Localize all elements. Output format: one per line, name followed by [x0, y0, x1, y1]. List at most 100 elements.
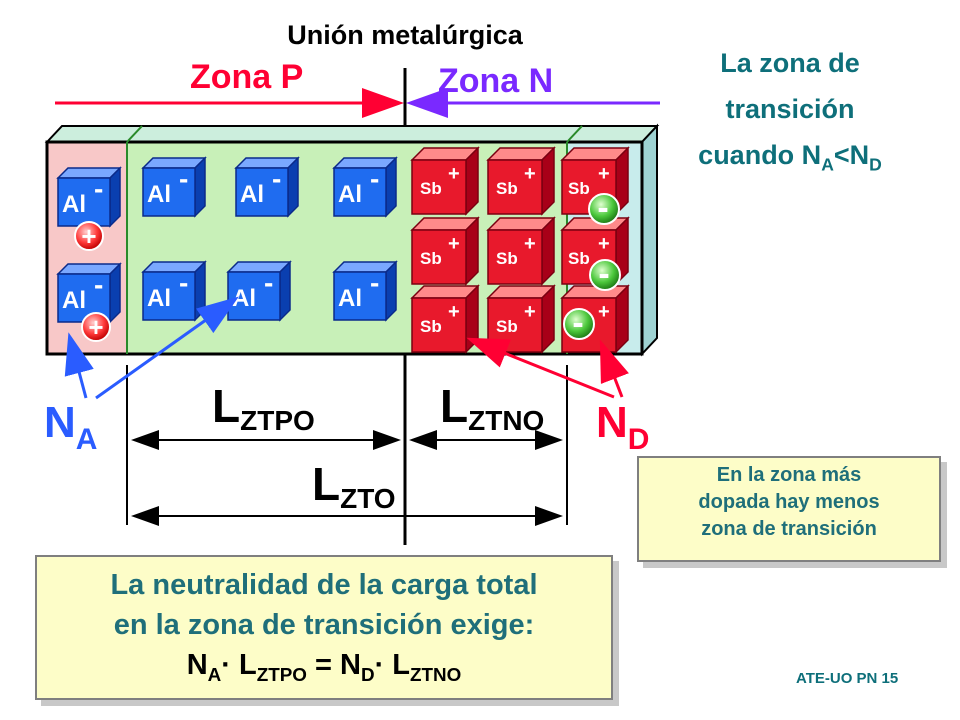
- al-label: Al: [338, 285, 362, 312]
- donor-cube: Sb +: [410, 284, 480, 354]
- lzto-main: L: [312, 458, 340, 510]
- na-label: NA: [44, 398, 97, 456]
- acceptor-cube: Al -: [332, 260, 398, 322]
- eq-sub-ztpo: ZTPO: [256, 663, 307, 685]
- sb-charge: +: [598, 301, 610, 323]
- na-main: N: [44, 398, 76, 447]
- al-charge: -: [264, 267, 273, 298]
- sb-label: Sb: [496, 317, 518, 336]
- zona-p-label: Zona P: [190, 58, 303, 96]
- note-charge-neutrality: La neutralidad de la carga total en la z…: [35, 555, 613, 700]
- hole-sign: +: [88, 312, 103, 342]
- sb-charge: +: [448, 301, 460, 323]
- nd-arrow-left: [466, 337, 615, 399]
- acceptor-cube: Al -: [56, 166, 122, 228]
- donor-cube: Sb +: [486, 284, 556, 354]
- al-charge: -: [94, 269, 103, 300]
- sb-charge: +: [598, 163, 610, 185]
- electron-charge: -: [563, 304, 595, 342]
- hole-charge: +: [74, 221, 104, 251]
- acceptor-cube: Al -: [234, 156, 300, 218]
- title-line3: cuando NA<ND: [640, 132, 940, 187]
- sb-label: Sb: [420, 179, 442, 198]
- nd-arrow-right: [599, 339, 629, 398]
- sb-charge: +: [524, 163, 536, 185]
- sb-label: Sb: [568, 249, 590, 268]
- sb-charge: +: [448, 163, 460, 185]
- lztno-label: LZTNO: [440, 380, 544, 436]
- title-sub-d: D: [869, 154, 882, 175]
- acceptor-cube: Al -: [226, 260, 292, 322]
- note-big-line2: en la zona de transición exige:: [113, 609, 535, 641]
- donor-cube: Sb +: [486, 146, 556, 216]
- lzto-label: LZTO: [312, 458, 396, 514]
- eq-sub-ztno: ZTNO: [410, 663, 462, 685]
- acceptor-cube: Al -: [332, 156, 398, 218]
- lztno-sub: ZTNO: [468, 405, 544, 436]
- lztpo-main: L: [212, 380, 240, 432]
- boundary-right-top: [566, 125, 583, 143]
- sb-label: Sb: [568, 179, 590, 198]
- na-sub: A: [76, 423, 98, 456]
- sb-label: Sb: [496, 249, 518, 268]
- al-charge: -: [370, 267, 379, 298]
- electron-sign: -: [598, 255, 609, 293]
- sb-charge: +: [524, 301, 536, 323]
- title-cuando-n: cuando N: [698, 140, 822, 170]
- nd-main: N: [596, 398, 628, 447]
- donor-cube: Sb +: [410, 146, 480, 216]
- eq-sub-d: D: [360, 663, 375, 685]
- al-charge: -: [179, 163, 188, 194]
- al-charge: -: [94, 173, 103, 204]
- boundary-left-top: [126, 125, 143, 143]
- sb-charge: +: [448, 233, 460, 255]
- al-charge: -: [370, 163, 379, 194]
- sb-label: Sb: [420, 317, 442, 336]
- note-small-line1: En la zona más: [716, 464, 862, 486]
- neutrality-equation: NA· LZTPO = ND· LZTNO: [37, 645, 611, 695]
- donor-cube: Sb +: [486, 216, 556, 286]
- electron-charge: -: [588, 189, 620, 227]
- electron-sign: -: [572, 304, 583, 342]
- lztpo-label: LZTPO: [212, 380, 315, 436]
- eq-dot2: · L: [374, 649, 410, 681]
- nd-label: ND: [596, 398, 649, 456]
- eq-dot1: · L: [221, 649, 257, 681]
- sb-charge: +: [524, 233, 536, 255]
- acceptor-cube: Al -: [141, 156, 207, 218]
- note-small-line2: dopada hay menos: [698, 491, 880, 513]
- sb-charge: +: [598, 233, 610, 255]
- zona-n-label: Zona N: [438, 62, 553, 100]
- electron-charge: -: [589, 255, 621, 293]
- na-arrow-right: [95, 296, 239, 400]
- lztpo-sub: ZTPO: [240, 405, 315, 436]
- lzto-sub: ZTO: [340, 483, 395, 514]
- donor-cube: Sb +: [410, 216, 480, 286]
- title-lt-n: <N: [833, 140, 870, 170]
- al-charge: -: [272, 163, 281, 194]
- sb-label: Sb: [496, 179, 518, 198]
- hole-charge: +: [81, 312, 111, 342]
- eq-mid: = N: [306, 649, 361, 681]
- eq-n1: N: [186, 649, 208, 681]
- note-big-line1: La neutralidad de la carga total: [110, 569, 538, 601]
- title-line2: transición: [725, 94, 855, 124]
- al-charge: -: [179, 267, 188, 298]
- electron-sign: -: [597, 189, 608, 227]
- al-label: Al: [62, 287, 86, 314]
- sb-label: Sb: [420, 249, 442, 268]
- note-more-doped: En la zona más dopada hay menos zona de …: [637, 456, 941, 562]
- union-label: Unión metalúrgica: [287, 20, 524, 50]
- al-label: Al: [62, 191, 86, 218]
- al-label: Al: [147, 181, 171, 208]
- donor-cubes: Sb + Sb + Sb + Sb + Sb: [410, 146, 630, 354]
- acceptor-cube: Al -: [141, 260, 207, 322]
- title-sub-a: A: [821, 154, 834, 175]
- al-label: Al: [232, 285, 256, 312]
- slab-front: [45, 140, 644, 356]
- al-label: Al: [147, 285, 171, 312]
- hole-sign: +: [81, 221, 96, 251]
- al-label: Al: [240, 181, 264, 208]
- lztno-main: L: [440, 380, 468, 432]
- title-line1: La zona de: [720, 48, 860, 78]
